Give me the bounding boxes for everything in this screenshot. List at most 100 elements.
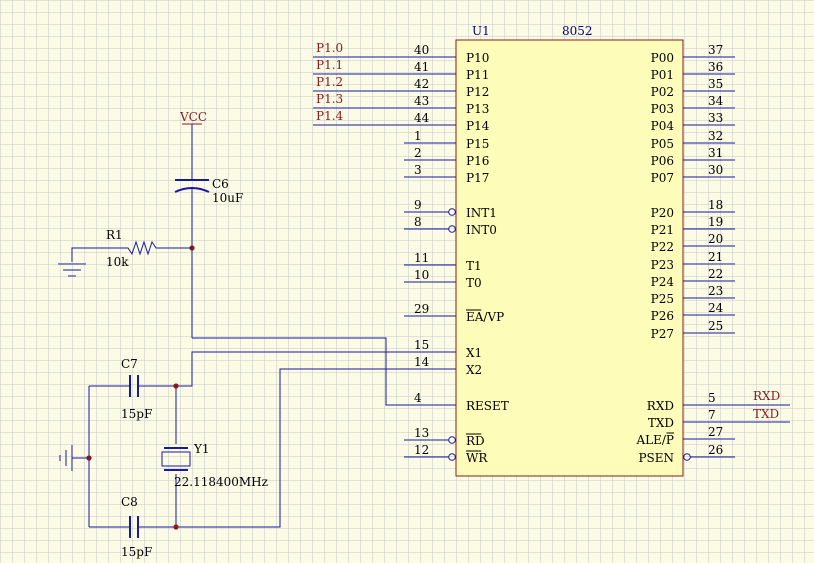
pin-name: P01: [651, 68, 674, 82]
right-pin-group: 37P0036P0135P0234P0333P0432P0531P0630P07…: [635, 43, 735, 465]
pin-name: P17: [466, 171, 489, 185]
net-label-p13[interactable]: P1.3: [316, 92, 343, 106]
pin-name: P15: [466, 137, 489, 151]
pin-number: 25: [708, 319, 723, 333]
pin-name: TXD: [648, 416, 674, 430]
y1-crystal[interactable]: [161, 451, 191, 467]
r1-resistor[interactable]: [71, 240, 192, 262]
pin-name: WR: [466, 451, 488, 465]
net-label-txd[interactable]: TXD: [753, 407, 779, 421]
pin-number: 41: [414, 60, 429, 74]
pin-number: 15: [414, 338, 429, 352]
net-label-p11[interactable]: P1.1: [316, 58, 343, 72]
pin-name: P00: [651, 51, 674, 65]
pin-name: P24: [651, 275, 675, 289]
c8-value: 15pF: [121, 545, 152, 559]
pin-name: P22: [651, 240, 674, 254]
pin-number: 4: [414, 391, 422, 405]
pin-name: INT1: [466, 206, 497, 220]
chip-designator: U1: [472, 24, 490, 38]
pin-name: INT0: [466, 223, 497, 237]
inverter-bubble: [683, 453, 691, 461]
pin-name: P25: [651, 292, 674, 306]
net-label-p10[interactable]: P1.0: [316, 41, 343, 55]
pin-number: 2: [414, 146, 422, 160]
pin-number: 27: [708, 425, 723, 439]
pin-name: P26: [651, 309, 674, 323]
pin-number: 22: [708, 267, 723, 281]
c8-designator: C8: [121, 495, 138, 509]
wire-reset[interactable]: [192, 337, 404, 406]
pin-name: RESET: [466, 399, 509, 413]
pin-number: 23: [708, 284, 723, 298]
pin-name: P20: [651, 206, 674, 220]
pin-number: 33: [708, 111, 723, 125]
chip-part-number: 8052: [562, 24, 593, 38]
net-label-p12[interactable]: P1.2: [316, 75, 343, 89]
pin-number: 44: [414, 111, 430, 125]
wire-x2[interactable]: [176, 368, 404, 528]
pin-number: 19: [708, 215, 723, 229]
reset-circuit: VCC C6 10uF R1 10k: [58, 110, 404, 406]
net-label-rxd[interactable]: RXD: [753, 389, 780, 403]
wire-x1[interactable]: [176, 351, 404, 387]
pin-name: P06: [651, 154, 674, 168]
p1-net-wires: P1.0 P1.1 P1.2 P1.3 P1.4: [313, 41, 404, 126]
pin-name: P16: [466, 154, 489, 168]
pin-name: RXD: [647, 399, 674, 413]
pin-number: 26: [708, 443, 723, 457]
pin-name: P21: [651, 223, 674, 237]
chip-u1[interactable]: U1 8052: [455, 24, 684, 477]
ground-icon: [58, 263, 86, 277]
pin-name: RD: [466, 434, 485, 448]
net-label-p14[interactable]: P1.4: [316, 109, 344, 123]
inverter-bubble: [448, 208, 456, 216]
chip-body[interactable]: [455, 39, 684, 477]
pin-name: P13: [466, 102, 489, 116]
pin-name: P04: [651, 119, 675, 133]
ground-icon-left: [59, 445, 73, 471]
pin-number: 42: [414, 77, 429, 91]
pin-number: 9: [414, 198, 422, 212]
pin-name: EA/VP: [466, 310, 504, 324]
